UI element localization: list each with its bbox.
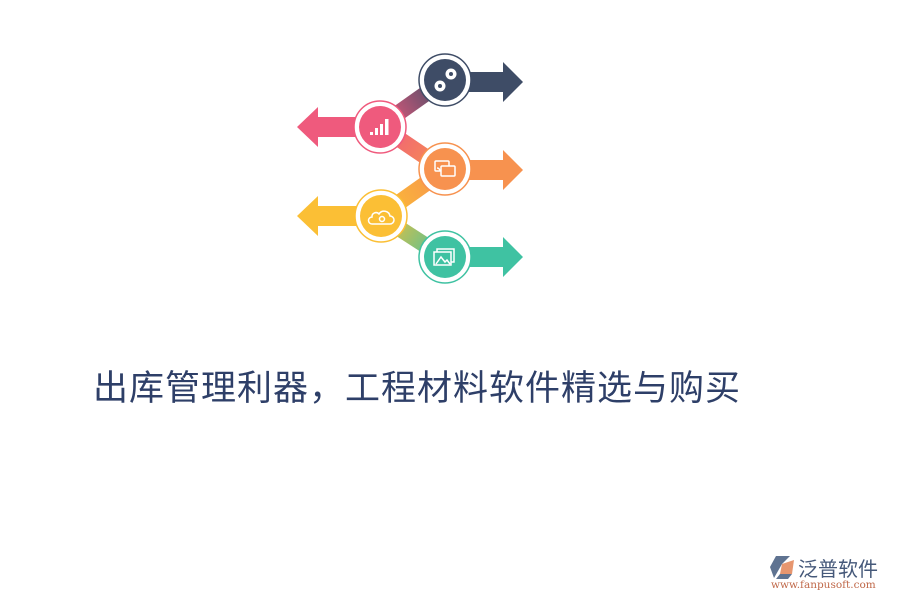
bar-chart-icon	[370, 119, 389, 135]
arrow-infographic	[297, 53, 523, 284]
step-4-cloud	[297, 189, 408, 243]
gallery-icon	[433, 248, 455, 266]
arrow-right-icon	[460, 150, 523, 190]
step-5-gallery	[418, 230, 523, 284]
arrow-right-icon	[460, 62, 523, 102]
arrow-left-icon	[297, 107, 365, 147]
fanpu-logo-icon	[770, 556, 794, 579]
brand-logo[interactable]: 泛普软件 www.fanpusoft.com	[766, 553, 896, 595]
logo-url: www.fanpusoft.com	[771, 579, 876, 591]
step-2-chart	[297, 100, 407, 154]
cloud-sync-icon	[367, 210, 395, 225]
gears-icon	[434, 68, 457, 92]
step-3-screen	[418, 142, 523, 196]
arrow-left-icon	[297, 196, 365, 236]
logo-name: 泛普软件	[798, 557, 878, 581]
screen-cast-icon	[434, 160, 456, 177]
page-title: 出库管理利器，工程材料软件精选与购买	[93, 369, 742, 409]
step-1-gears	[418, 53, 523, 107]
arrow-right-icon	[460, 237, 523, 277]
